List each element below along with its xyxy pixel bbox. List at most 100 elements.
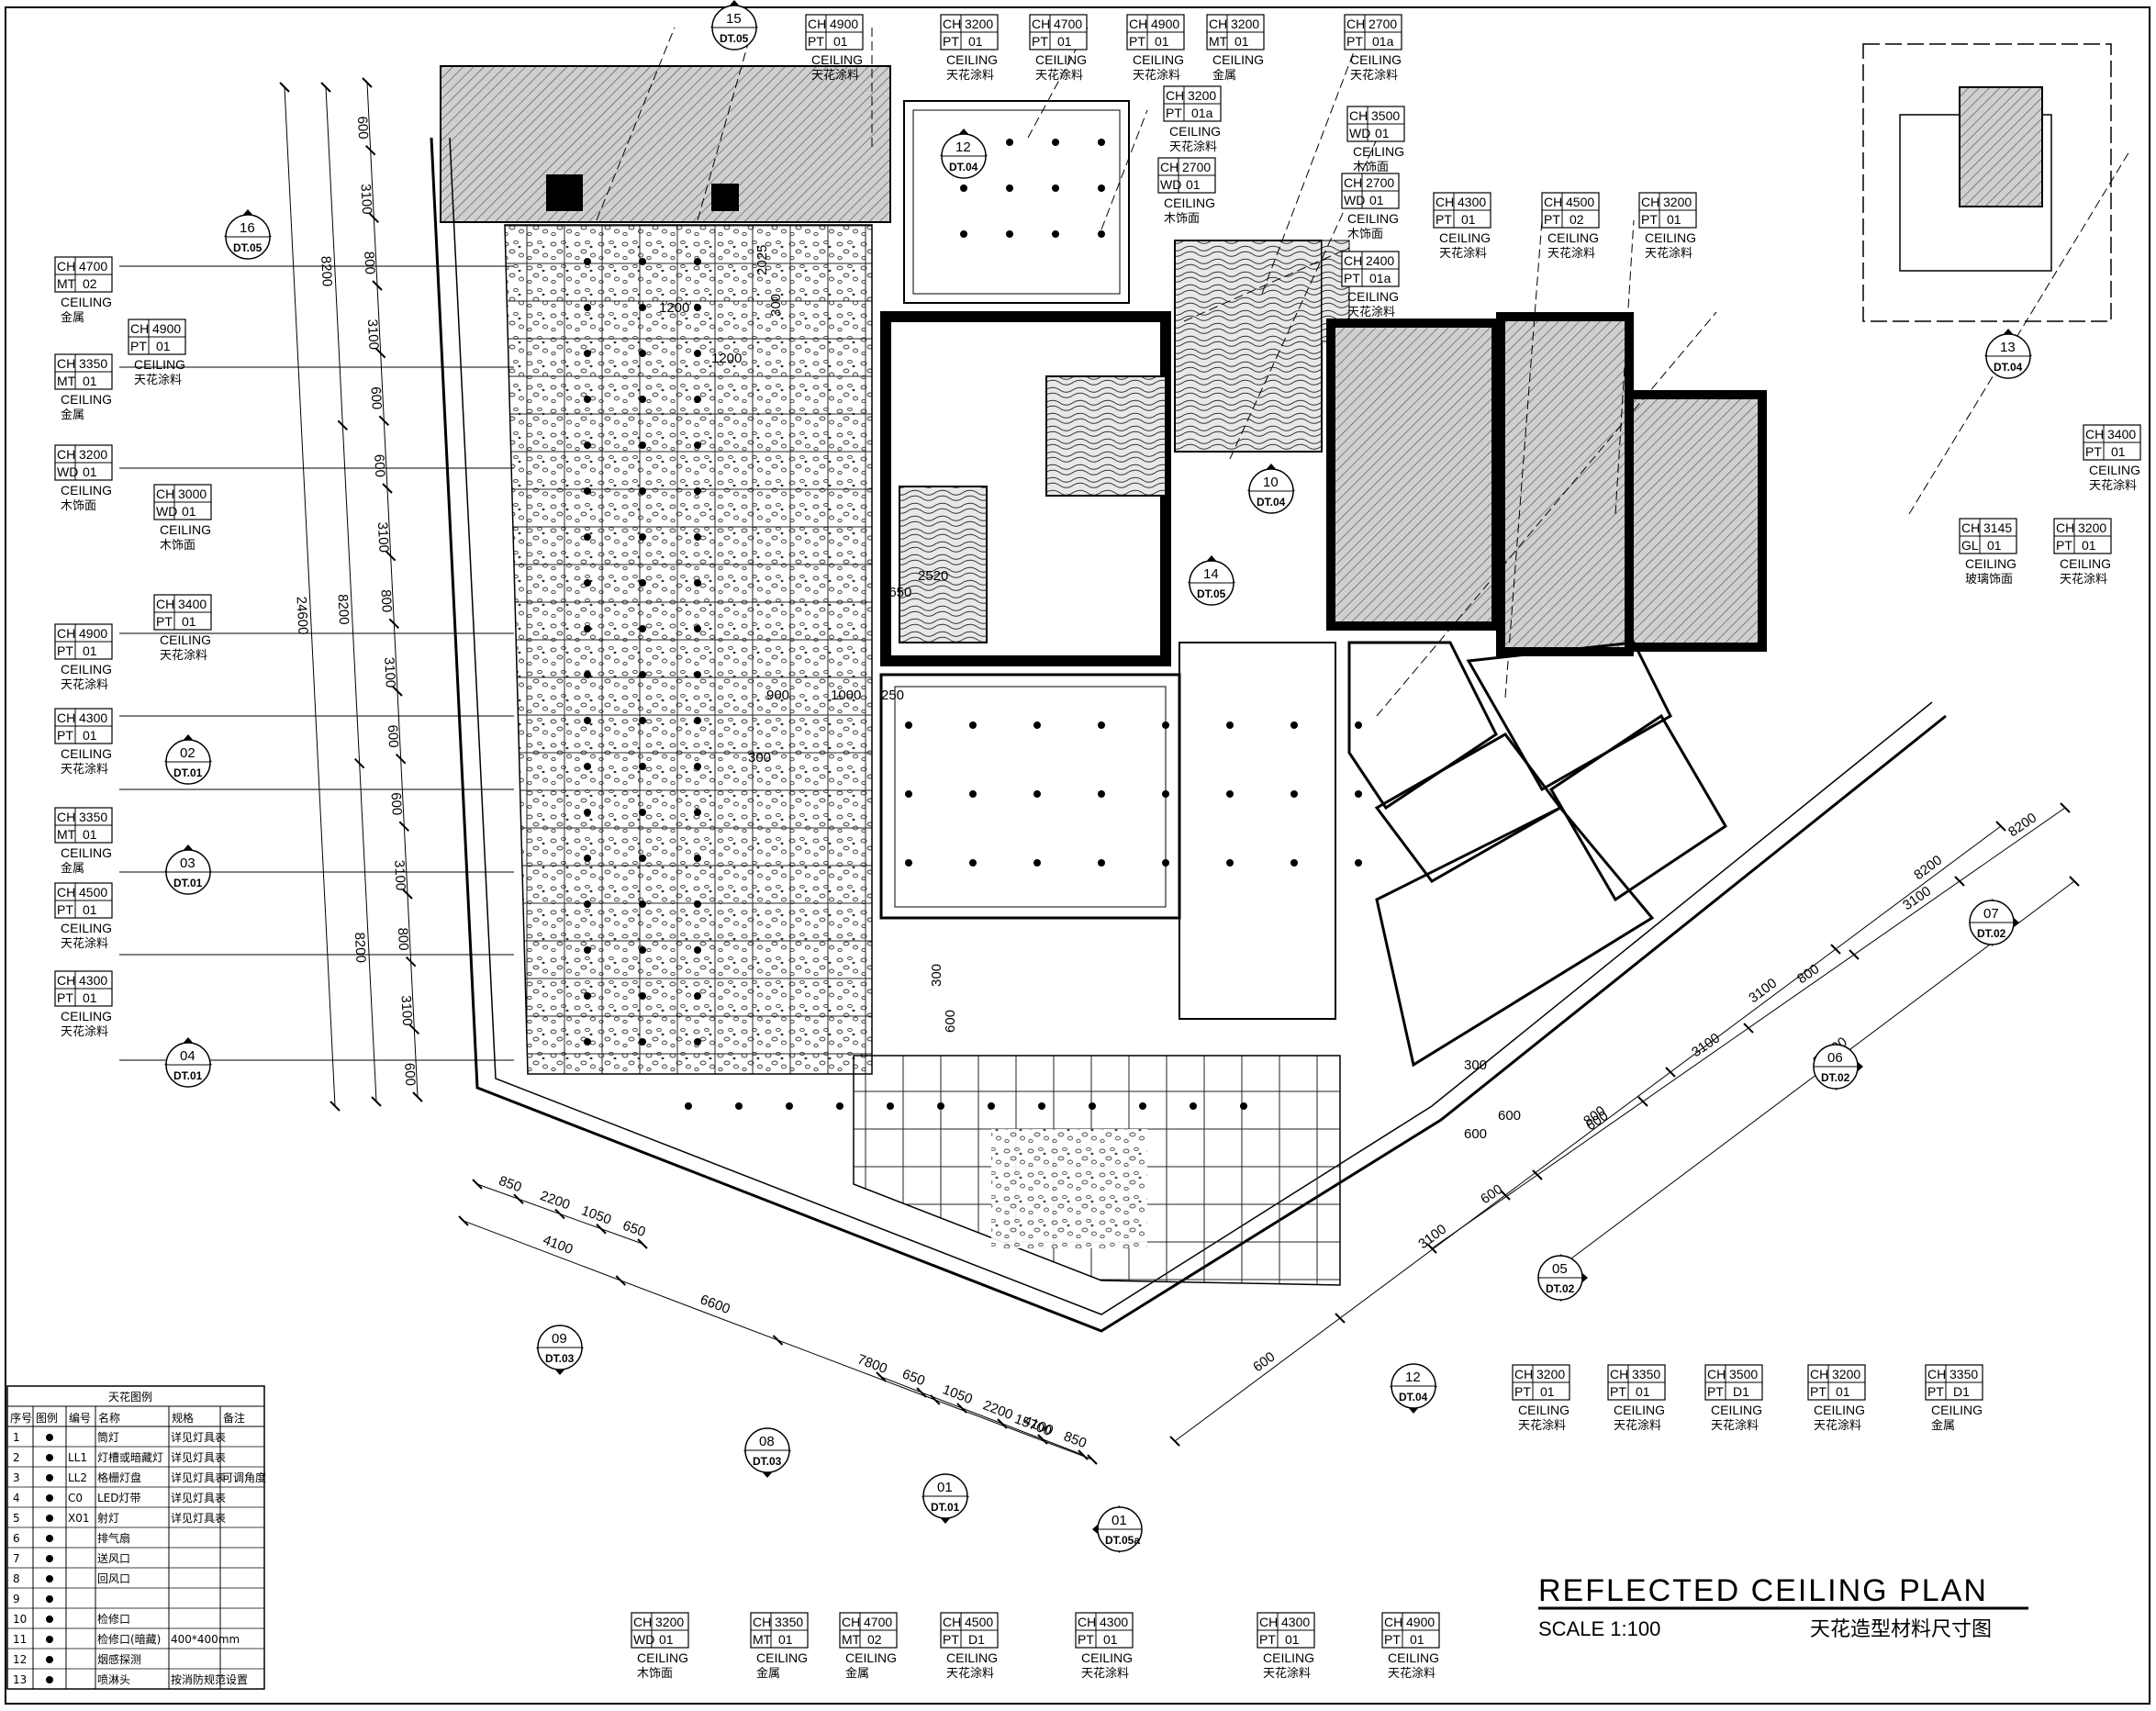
tag-type: CEILING [2089,463,2140,477]
leader-line [697,27,754,221]
dim-left-total-line [325,86,377,1102]
dim-bottom-row1-tick [596,1224,607,1235]
dim-left-line [366,82,419,1098]
tag-ch-key: CH [1344,175,1362,190]
dim-bottom-row2-tick [772,1335,784,1346]
tag-material-name: 天花涂料 [1645,246,1692,261]
dim-right-a-line [1174,825,2002,1442]
legend-row-spec: 详见灯具表 [171,1511,226,1525]
callout-number: 14 [1203,566,1219,582]
tag-height: 4300 [1281,1615,1310,1629]
tag-ch-key: CH [1032,17,1050,31]
downlight-icon [639,350,646,357]
tag-height: 4900 [1406,1615,1435,1629]
tag-type: CEILING [1439,230,1491,245]
downlight-icon [1098,859,1105,867]
downlight-icon [584,992,591,1000]
tag-ch-key: CH [57,259,75,274]
dim-right-a-tick [1500,1190,1511,1201]
dim-left-grand-label: 24600 [294,596,311,635]
tag-material-name: 木饰面 [160,539,195,553]
tag-material-code: PT [57,902,73,917]
tag-ch-key: CH [1435,195,1454,209]
interior-dim-label: 300 [768,294,784,317]
tag-type: CEILING [1212,52,1264,67]
dim-left-tick [364,144,376,156]
tag-material-number: 01 [1375,126,1390,140]
tag-material-name: 天花涂料 [1814,1418,1861,1433]
tag-material-number: 01 [83,990,97,1005]
exterior-wall-inner [449,137,1933,1315]
tag-ch-key: CH [1927,1367,1946,1381]
tag-material-name: 天花涂料 [1081,1666,1129,1681]
dim-left-label: 800 [361,252,377,275]
legend-symbol-icon [46,1656,53,1663]
interior-dim-label: 1200 [711,351,742,366]
downlight-icon [905,859,912,867]
dim-left-label: 600 [401,1063,418,1087]
dim-right-total-tick [2069,876,2080,887]
downlight-icon [1226,859,1234,867]
legend-row-number: 3 [13,1471,20,1484]
dim-bottom-row1-tick [554,1208,565,1220]
legend-row-number: 10 [13,1613,27,1626]
dim-bottom-row3-line [880,1376,1084,1456]
callout-sheet-ref: DT.02 [1546,1282,1575,1295]
downlight-icon [988,1102,995,1110]
tag-type: CEILING [61,662,112,677]
downlight-icon [1052,230,1059,238]
tag-ch-key: CH [1707,1367,1726,1381]
tag-height: 3350 [79,810,107,824]
dim-left-total-label: 8200 [318,256,335,287]
stone-ceiling-patch [991,1129,1147,1248]
dim-left-total-tick [353,757,365,769]
tag-type: CEILING [1645,230,1696,245]
tag-material-code: WD [1160,177,1181,192]
downlight-icon [639,809,646,816]
dim-left-total-tick [337,419,349,431]
tag-type: CEILING [811,52,863,67]
tag-material-name: 天花涂料 [61,936,108,951]
tag-type: CEILING [946,52,998,67]
callout-number: 03 [180,856,195,871]
downlight-icon [639,304,646,311]
tag-height: 4300 [1100,1615,1128,1629]
hatched-block-right-1 [1326,319,1501,631]
callout-sheet-ref: DT.01 [931,1501,960,1514]
tag-ch-key: CH [753,1615,771,1629]
tag-height: 3500 [1371,108,1400,123]
dim-bottom-row1-tick [637,1238,648,1249]
tag-material-number: 01 [83,374,97,388]
downlight-icon [1052,185,1059,192]
legend-symbol-icon [46,1494,53,1502]
tag-material-code: MT [842,1632,861,1647]
legend-row-number: 12 [13,1653,27,1666]
legend-symbol-icon [46,1474,53,1482]
callout-sheet-ref: DT.05 [1197,587,1226,600]
tag-material-number: 02 [1570,212,1584,227]
downlight-icon [905,790,912,798]
dim-left-grand-line [284,86,336,1107]
tag-material-name: 金属 [1212,68,1236,83]
tag-ch-key: CH [842,1615,860,1629]
tag-material-code: PT [1259,1632,1276,1647]
tag-height: 3200 [1536,1367,1565,1381]
dim-left-tick [378,415,390,427]
downlight-icon [584,304,591,311]
downlight-icon [1006,185,1013,192]
legend-row-number: 6 [13,1532,20,1545]
callout-sheet-ref: DT.02 [1977,927,2006,940]
downlight-icon [786,1102,793,1110]
